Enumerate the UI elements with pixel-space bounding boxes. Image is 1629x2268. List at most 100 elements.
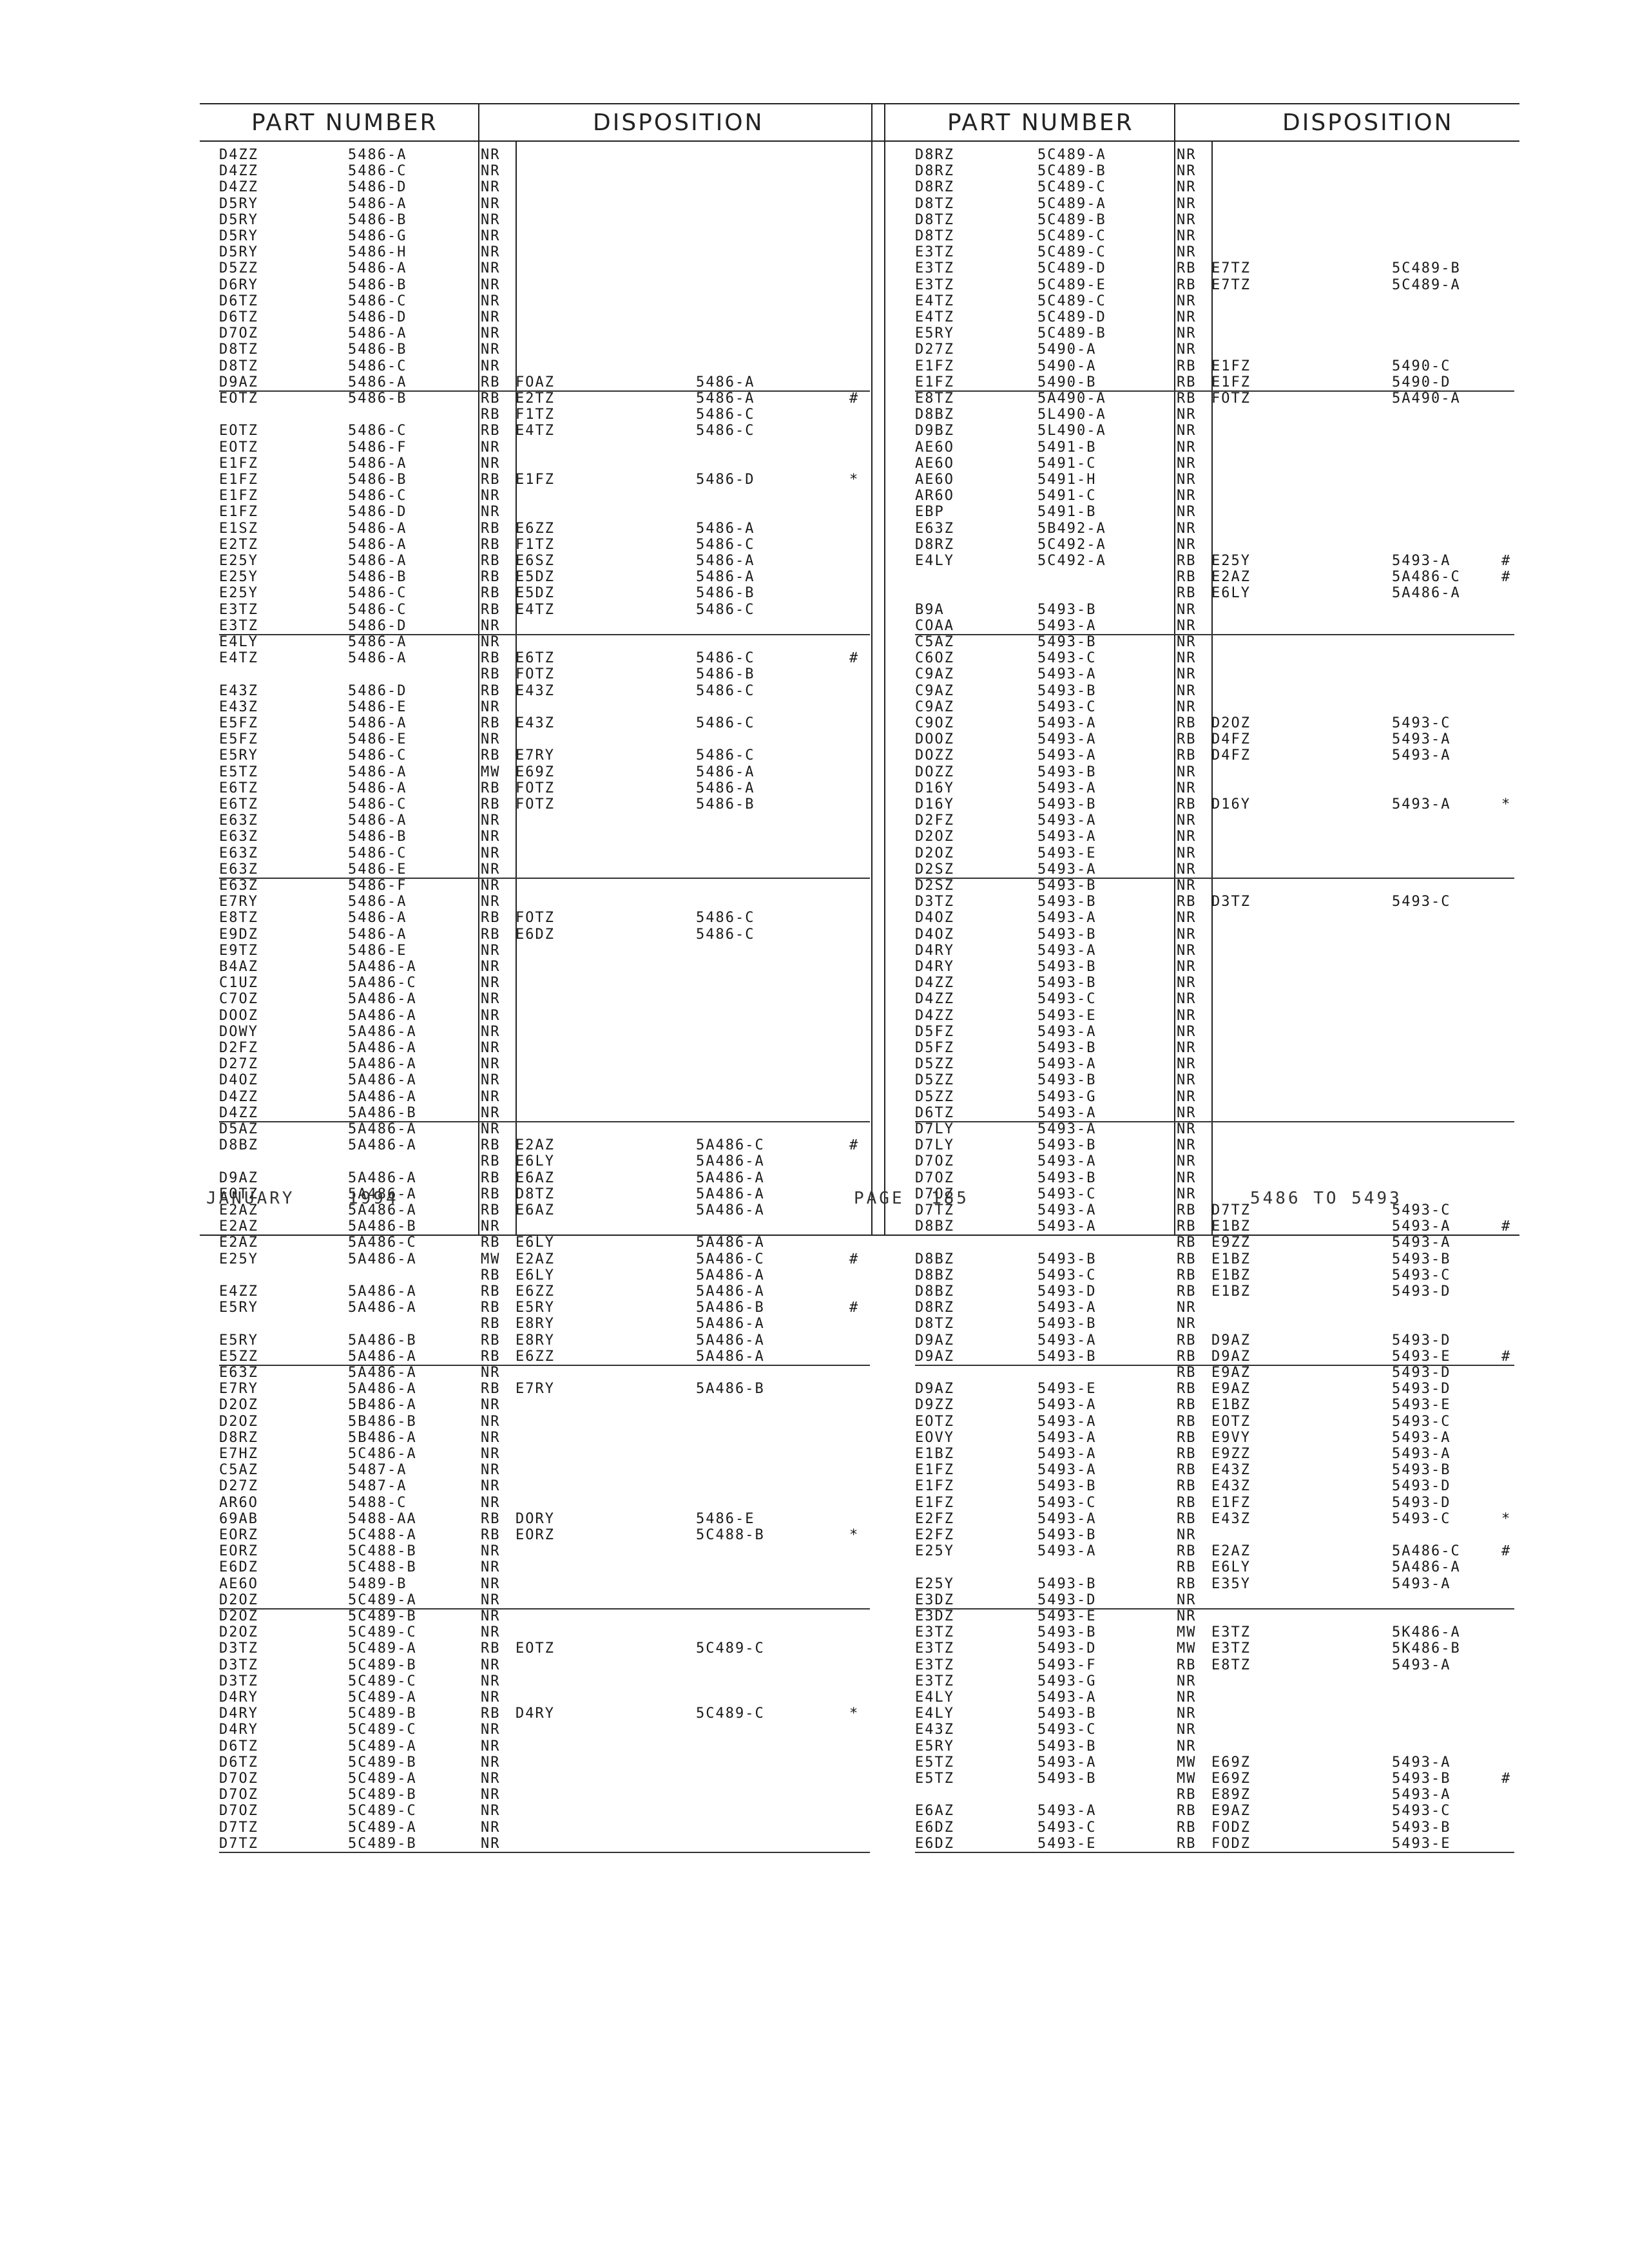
part-number: 5486-C [348,163,407,180]
disp-code: RB [1177,1235,1197,1251]
disp-code: NR [481,731,501,748]
part-prefix: D5ZZ [915,1072,954,1089]
part-number: 5493-A [1037,1332,1097,1349]
part-prefix: D8RZ [915,147,954,163]
part-prefix: E1FZ [219,488,258,505]
part-number: 5493-B [1037,878,1097,894]
part-number: 5487-A [348,1478,407,1495]
disp-code: RB [481,1316,501,1332]
replacement-number: 5493-C [1392,1803,1451,1820]
part-number: 5B486-A [348,1397,417,1414]
replacement-prefix: D4FZ [1211,747,1251,764]
part-prefix: E3TZ [915,276,954,293]
part-prefix: DOWY [219,1023,258,1040]
footer-page-label: PAGE [854,1189,905,1208]
part-number: 5486-B [348,276,407,293]
part-number: 5493-A [1037,1543,1097,1560]
disp-code: NR [1177,1121,1197,1137]
disp-code: RB [481,520,501,537]
part-number: 5A486-A [348,1169,417,1186]
part-number: 5A486-A [348,1348,417,1365]
part-number: 5493-A [1037,1429,1097,1446]
disp-code: RB [1177,747,1197,764]
disp-code: RB [481,553,501,569]
part-prefix: E3TZ [915,1640,954,1657]
replacement-number: 5A486-A [696,1186,765,1202]
disp-code: NR [481,1819,501,1836]
disp-code: NR [481,1023,501,1040]
part-prefix: DOZZ [915,764,954,780]
disp-code: RB [1177,1381,1197,1398]
part-prefix: E43Z [219,682,258,699]
part-prefix: E6DZ [915,1835,954,1852]
part-number: 5C489-B [348,1657,417,1673]
disp-code: NR [481,1803,501,1820]
part-number: 5493-B [1037,1575,1097,1592]
part-prefix: E5FZ [219,715,258,731]
disp-code: RB [481,796,501,812]
part-number: 5A486-A [348,1121,417,1137]
part-prefix: D2OZ [219,1413,258,1430]
replacement-number: 5486-B [696,666,755,683]
part-number: 5C489-B [348,1835,417,1852]
part-number: 5486-F [348,439,407,456]
part-number: 5C489-B [348,1754,417,1771]
part-prefix: D8RZ [219,1429,258,1446]
part-number: 5486-D [348,682,407,699]
disp-code: NR [1177,520,1197,537]
part-prefix: B9A [915,601,945,618]
part-number: 5487-A [348,1462,407,1479]
part-prefix: D27Z [219,1056,258,1073]
replacement-prefix: E1FZ [1211,1494,1251,1511]
part-number: 5C489-E [1037,276,1106,293]
part-prefix: D5FZ [915,1040,954,1056]
part-number: 5486-A [348,260,407,277]
part-number: 5C488-A [348,1527,417,1543]
part-number: 5C486-A [348,1446,417,1462]
disp-code: NR [481,1397,501,1414]
disp-code: RB [481,472,501,488]
disp-code: NR [1177,829,1197,845]
replacement-number: 5486-A [696,390,755,407]
disp-code: NR [481,1835,501,1852]
part-number: 5A486-A [348,1023,417,1040]
part-prefix: E1FZ [219,455,258,472]
part-prefix: E43Z [219,698,258,715]
replacement-number: 5493-B [1392,1251,1451,1267]
part-prefix: E63Z [219,861,258,878]
disp-code: NR [1177,780,1197,796]
replacement-prefix: E8RY [516,1332,555,1349]
part-number: 5C489-B [348,1608,417,1624]
replacement-prefix: E2AZ [516,1251,555,1267]
disp-code: RB [1177,390,1197,407]
disp-code: RB [481,1706,501,1722]
disp-code: MW [481,764,501,780]
part-prefix: D7OZ [219,1803,258,1820]
disp-code: NR [481,1088,501,1105]
part-number: 5493-C [1037,1819,1097,1836]
replacement-prefix: E5DZ [516,585,555,602]
part-number: 5C489-A [348,1640,417,1657]
header-disposition-right: DISPOSITION [1282,109,1454,136]
part-prefix: C9AZ [915,682,954,699]
disp-code: NR [1177,1040,1197,1056]
part-prefix: E2AZ [219,1218,258,1235]
